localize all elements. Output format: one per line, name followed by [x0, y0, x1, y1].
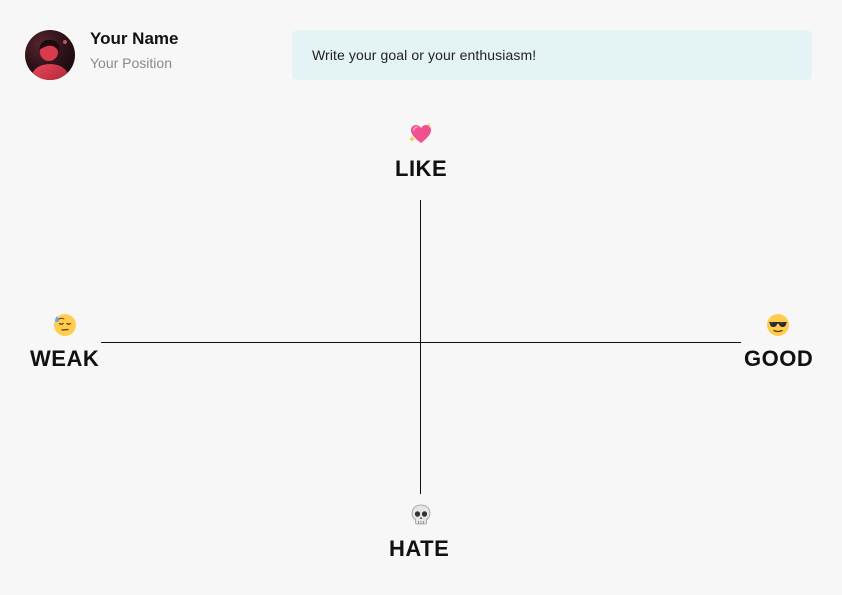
goal-text: Write your goal or your enthusiasm! [312, 47, 537, 63]
profile-name: Your Name [90, 29, 179, 48]
axis-label-weak: WEAK [30, 346, 100, 371]
goal-text-box[interactable]: Write your goal or your enthusiasm! [292, 30, 812, 80]
vertical-axis-line [420, 200, 421, 494]
sparkling-heart-icon [409, 122, 433, 146]
downcast-sweat-face-icon [53, 313, 77, 337]
avatar[interactable] [25, 30, 75, 80]
axis-label-like: LIKE [395, 156, 448, 181]
horizontal-axis-line [101, 342, 741, 343]
axis-label-hate: HATE [389, 536, 450, 561]
profile-position: Your Position [90, 55, 172, 71]
sunglasses-face-icon [766, 313, 790, 337]
axis-label-good: GOOD [744, 346, 814, 371]
skull-icon [409, 503, 433, 527]
profile-card: Your Name Your Position [25, 30, 179, 80]
